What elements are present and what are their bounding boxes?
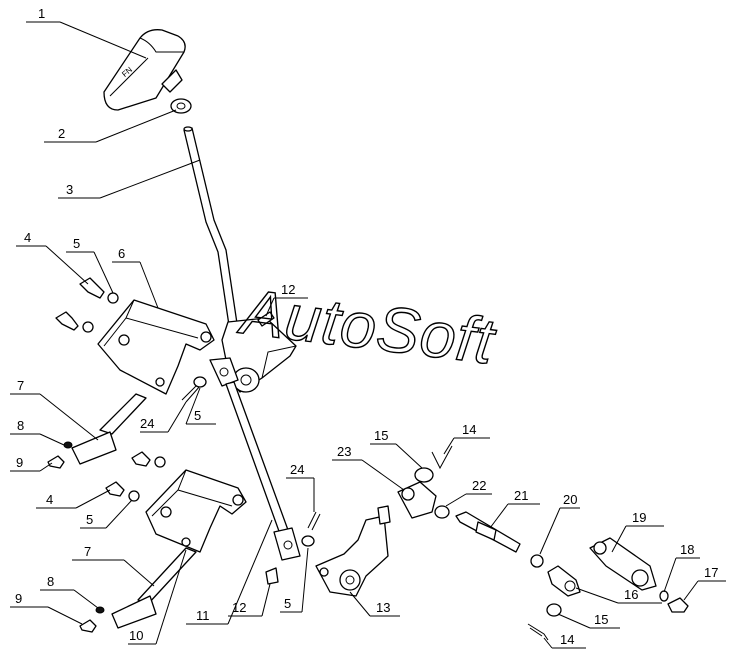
callout-6: 6: [118, 246, 125, 261]
part-16-rod-end: [547, 565, 581, 597]
callout-14: 14: [560, 632, 574, 647]
callout-18: 18: [680, 542, 694, 557]
leader-lines: [10, 21, 726, 649]
callout-8: 8: [47, 574, 54, 589]
callout-5: 5: [73, 236, 80, 251]
pin-24-lower: [301, 511, 321, 547]
part-6-bracket: [97, 299, 215, 395]
part-7-upper-plate: [71, 393, 147, 465]
callout-5: 5: [194, 408, 201, 423]
callout-9: 9: [15, 591, 22, 606]
bolts-upper-left: [55, 277, 119, 333]
callout-13: 13: [376, 600, 390, 615]
callout-24: 24: [290, 462, 304, 477]
cotter-14-upper: [431, 445, 453, 470]
part-2-nut: [170, 98, 192, 114]
callout-12: 12: [281, 282, 295, 297]
callout-7: 7: [17, 378, 24, 393]
callout-20: 20: [563, 492, 577, 507]
callout-5: 5: [284, 596, 291, 611]
callout-21: 21: [514, 488, 528, 503]
callout-4: 4: [46, 492, 53, 507]
part-21-rod: [455, 511, 521, 553]
nut-15-lower: [527, 603, 562, 641]
callout-15: 15: [594, 612, 608, 627]
callout-7: 7: [84, 544, 91, 559]
callout-19: 19: [632, 510, 646, 525]
part-20-nut: [530, 554, 544, 568]
pins-12: [257, 311, 279, 585]
callout-9: 9: [16, 455, 23, 470]
lever-base: [221, 317, 297, 393]
callout-11: 11: [196, 608, 210, 623]
callout-16: 16: [624, 587, 638, 602]
part-3-lever: [183, 126, 239, 333]
callout-labels: 1 2 3 4 5 6 12 7 8 9 24 5 4 5 7 8 9 10 1…: [15, 6, 718, 647]
fasteners-8-9-upper: [47, 441, 73, 469]
part-13-bellcrank: [315, 505, 391, 597]
callout-23: 23: [337, 444, 351, 459]
part-10-bracket: [145, 469, 247, 553]
callout-22: 22: [472, 478, 486, 493]
part-1-knob: FN: [103, 29, 186, 111]
part-7-lower-plate: [79, 547, 197, 633]
callout-17: 17: [704, 565, 718, 580]
callout-14: 14: [462, 422, 476, 437]
part-23-rod-end: [397, 467, 450, 519]
callout-4: 4: [24, 230, 31, 245]
callout-5: 5: [86, 512, 93, 527]
pin-24-upper: [181, 376, 207, 403]
callout-15: 15: [374, 428, 388, 443]
callout-1: 1: [38, 6, 45, 21]
callout-10: 10: [129, 628, 143, 643]
callout-24: 24: [140, 416, 154, 431]
part-11-link-rod: [209, 357, 301, 561]
bolts-lower-left: [105, 451, 166, 502]
callout-3: 3: [66, 182, 73, 197]
callout-8: 8: [17, 418, 24, 433]
part-19-lever: [589, 537, 657, 591]
callout-2: 2: [58, 126, 65, 141]
callout-12: 12: [232, 600, 246, 615]
fasteners-17-18: [659, 590, 689, 613]
